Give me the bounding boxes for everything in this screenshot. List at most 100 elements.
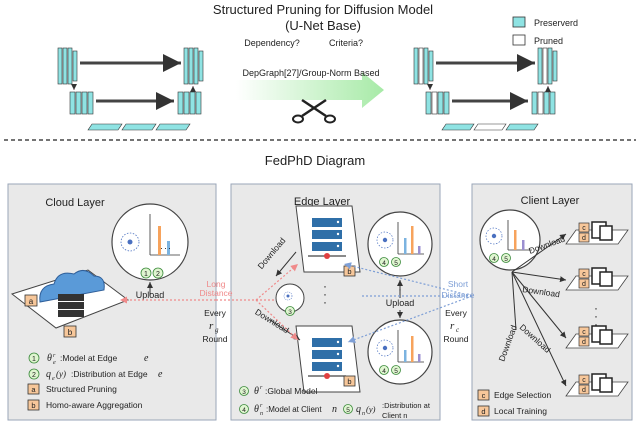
svg-text:4: 4 [492,256,496,263]
edge-upload-label: Upload [386,298,415,308]
svg-text:b: b [31,401,35,410]
svg-text:g: g [215,326,219,334]
pruning-title: Structured Pruning for Diffusion Model [213,2,433,17]
svg-text:1: 1 [144,271,148,278]
client-badge-label: d [582,281,586,288]
client-round-label: Round [443,334,468,344]
cloud-mark-2 [152,267,164,279]
svg-text::Distribution at: :Distribution at [382,401,431,410]
svg-text:θ: θ [254,404,259,415]
svg-text:b: b [347,377,351,386]
svg-text:4: 4 [382,368,386,375]
svg-text:b: b [347,267,351,276]
cloud-legend: 1 θ r e :Model at Edge e 2 q e (y) :Dist… [27,352,163,411]
diagram-title: FedPhD Diagram [265,153,365,168]
svg-text:q: q [46,369,51,380]
client-badge-label: c [582,271,586,278]
client-device: cd [565,325,629,349]
svg-text:r: r [450,320,455,332]
client-legend: c Edge Selection d Local Training [477,389,551,417]
svg-text:(y): (y) [366,404,376,414]
badge-b [63,325,77,338]
client-badge-label: d [582,387,586,394]
edge-layer-title: Edge Layer [294,196,351,208]
svg-text:n: n [332,404,337,415]
svg-text:2: 2 [32,372,36,379]
svg-text:5: 5 [394,368,398,375]
cloud-summary-circle: · · · 1 2 [111,203,189,281]
svg-text:·: · [323,295,327,309]
svg-text:5: 5 [394,260,398,267]
svg-text:a: a [29,297,34,306]
method-label: DepGraph[27]/Group-Norm Based [242,68,379,78]
svg-text:e: e [53,360,56,366]
edge-server-top [295,205,361,273]
svg-text:(y): (y) [56,369,66,379]
svg-text:·: · [594,301,598,315]
cloud-upload-label: Upload [136,290,165,300]
badge-a [24,294,38,307]
svg-text:·: · [594,317,598,331]
client-badge-label: c [582,225,586,232]
svg-text:r: r [209,320,214,332]
unet-right [413,47,558,131]
pruned-swatch [512,34,526,46]
pruning-arrow [236,72,384,108]
svg-text:·: · [164,243,167,253]
long-label-2: Distance [199,288,232,298]
svg-text:Structured Pruning: Structured Pruning [46,384,117,394]
svg-text:2: 2 [156,271,160,278]
pruning-subtitle: (U-Net Base) [285,18,361,33]
dependency-label: Dependency? [244,38,300,48]
client-every-label: Every [445,308,467,318]
svg-text:e: e [158,369,163,380]
svg-text:a: a [31,385,36,394]
svg-text:r: r [260,385,263,391]
svg-text:Client n: Client n [382,411,407,420]
client-device: cd [565,221,629,245]
badge-b-edge-bottom [343,375,356,387]
svg-text::Global Model: :Global Model [265,386,318,396]
unet-left [57,47,204,131]
client-badge-label: c [582,377,586,384]
svg-text:b: b [68,328,73,337]
svg-text:θ: θ [254,386,259,397]
short-label-2: Distance [441,290,474,300]
svg-text:e: e [52,376,55,382]
svg-text:θ: θ [47,353,52,364]
pruned-label: Pruned [534,36,563,46]
svg-text:5: 5 [504,256,508,263]
client-circle: 4 5 [479,209,541,271]
cloud-mark-1 [140,267,152,279]
svg-text:c: c [482,391,486,400]
svg-text:5: 5 [346,407,350,414]
svg-text:1: 1 [32,356,36,363]
svg-text:·: · [323,287,327,301]
svg-text:r: r [53,353,56,359]
scissors-icon [292,98,336,124]
svg-text:4: 4 [382,260,386,267]
preserved-label: Preserverd [534,18,578,28]
svg-text:e: e [144,353,149,364]
edge-circle-top: 4 5 [367,211,433,277]
client-device: cd [565,267,629,291]
svg-text:r: r [260,403,263,409]
criteria-label: Criteria? [329,38,363,48]
svg-text:n: n [260,411,263,417]
client-download-lines [511,233,567,387]
cloud-layer-title: Cloud Layer [45,197,105,209]
svg-text:3: 3 [288,309,292,316]
svg-text:Local Training: Local Training [494,406,547,416]
client-device: cd [565,373,629,397]
edge-legend: 3 θ r :Global Model 4 θ r n :Model at Cl… [239,385,431,420]
svg-text:c: c [456,326,460,334]
svg-text:3: 3 [242,389,246,396]
svg-text:·: · [168,243,171,253]
client-badge-label: d [582,235,586,242]
client-layer-title: Client Layer [521,195,580,207]
edge-server-bottom [295,325,361,393]
edge-round-label: Round [202,334,227,344]
